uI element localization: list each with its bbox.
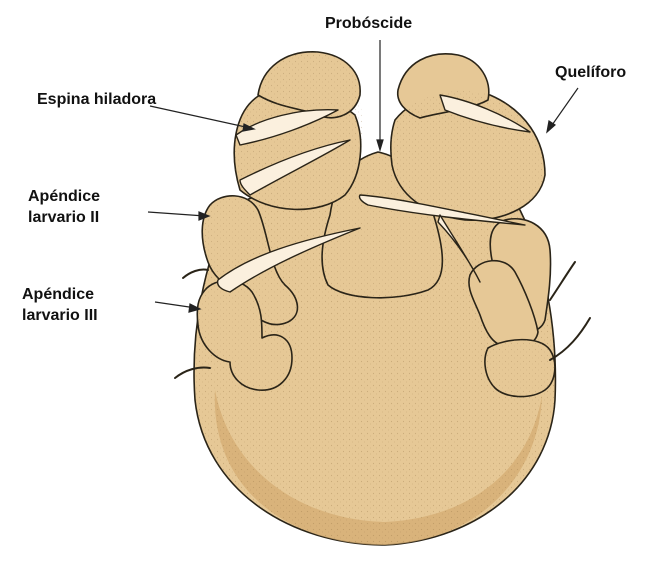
- label-larval-appendage-3-line2: larvario III: [22, 305, 98, 326]
- label-larval-appendage-2-line1: Apéndice: [28, 186, 100, 207]
- leader-larval-appendage-2: [148, 212, 205, 216]
- claw-left-1: [183, 269, 208, 278]
- label-larval-appendage-3: Apéndice larvario III: [22, 284, 98, 326]
- arrowhead-proboscis: [377, 140, 383, 150]
- label-spinneret-spine: Espina hiladora: [37, 90, 156, 110]
- claw-right-2: [550, 318, 590, 360]
- leader-chelifore: [550, 88, 578, 128]
- label-larval-appendage-3-line1: Apéndice: [22, 284, 98, 305]
- claw-right-1: [550, 262, 575, 300]
- label-chelifore: Quelíforo: [555, 63, 626, 83]
- label-larval-appendage-2-line2: larvario II: [28, 207, 100, 228]
- leader-spinneret-spine: [150, 106, 250, 128]
- label-larval-appendage-2: Apéndice larvario II: [28, 186, 100, 228]
- label-proboscis: Probóscide: [325, 14, 412, 34]
